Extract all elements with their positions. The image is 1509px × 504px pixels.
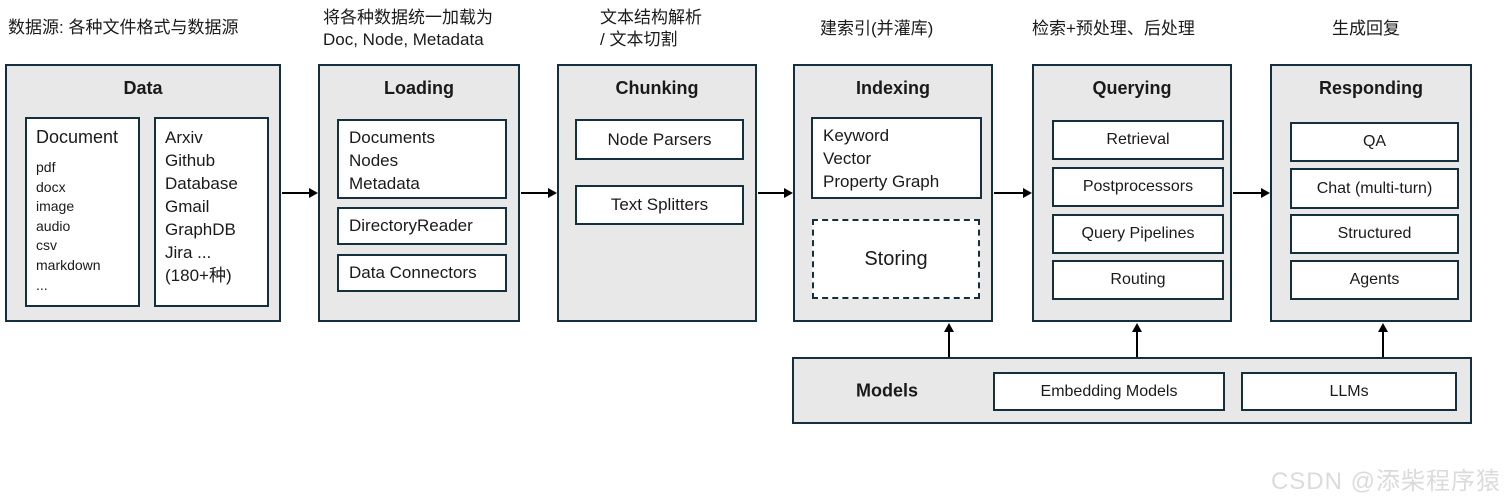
stage-indexing-title: Indexing (855, 78, 930, 98)
stage-data-title: Data (123, 78, 163, 98)
label-querying: 检索+预处理、后处理 (1032, 19, 1195, 38)
label-indexing: 建索引(并灌库) (820, 19, 934, 38)
agents-box: Agents (1290, 260, 1459, 300)
postprocessors-box: Postprocessors (1052, 167, 1224, 207)
label-chunking: 文本结构解析 / 文本切割 (600, 8, 702, 49)
label-data-source: 数据源: 各种文件格式与数据源 (8, 18, 239, 37)
data-connectors-box: Data Connectors (337, 254, 507, 292)
arrow-querying-to-responding-icon (1233, 188, 1270, 198)
qa-box: QA (1290, 122, 1459, 162)
arrow-indexing-to-querying-icon (994, 188, 1032, 198)
stage-querying-title: Querying (1092, 78, 1172, 98)
models-title: Models (856, 380, 919, 400)
models-bar: Models Embedding Models LLMs (792, 357, 1472, 424)
structured-box: Structured (1290, 214, 1459, 254)
retrieval-box: Retrieval (1052, 120, 1224, 160)
documents-nodes-metadata-box: Documents Nodes Metadata (337, 119, 507, 199)
stage-querying: Querying Retrieval Postprocessors Query … (1032, 64, 1232, 322)
stage-indexing: Indexing Keyword Vector Property Graph S… (793, 64, 993, 322)
stage-loading-title: Loading (384, 78, 454, 98)
arrow-models-to-responding-icon (1378, 323, 1388, 357)
index-types-box: Keyword Vector Property Graph (811, 117, 982, 199)
label-loading: 将各种数据统一加载为 Doc, Node, Metadata (323, 8, 493, 49)
document-box-heading: Document (36, 127, 119, 147)
embedding-models-box: Embedding Models (993, 372, 1225, 411)
query-pipelines-box: Query Pipelines (1052, 214, 1224, 254)
node-parsers-box: Node Parsers (575, 119, 744, 160)
stage-chunking-title: Chunking (615, 78, 699, 98)
arrow-models-to-indexing-icon (944, 323, 954, 357)
data-sources-box: Arxiv Github Database Gmail GraphDB Jira… (154, 117, 269, 307)
arrow-loading-to-chunking-icon (521, 188, 557, 198)
routing-box: Routing (1052, 260, 1224, 300)
stage-data: Data Document pdf docx image audio csv m… (5, 64, 281, 322)
stage-chunking: Chunking Node Parsers Text Splitters (557, 64, 757, 322)
arrow-chunking-to-indexing-icon (758, 188, 793, 198)
stage-responding-title: Responding (1319, 78, 1423, 98)
arrow-models-to-querying-icon (1132, 323, 1142, 357)
directory-reader-box: DirectoryReader (337, 207, 507, 245)
stage-loading: Loading Documents Nodes Metadata Directo… (318, 64, 520, 322)
stage-responding: Responding QA Chat (multi-turn) Structur… (1270, 64, 1472, 322)
csdn-watermark: CSDN @添柴程序猿 (1270, 468, 1501, 495)
text-splitters-box: Text Splitters (575, 185, 744, 225)
llms-box: LLMs (1241, 372, 1457, 411)
document-box-items: pdf docx image audio csv markdown ... (36, 159, 101, 293)
storing-box: Storing (812, 219, 980, 299)
document-box: Document pdf docx image audio csv markdo… (25, 117, 140, 307)
label-responding: 生成回复 (1332, 19, 1400, 38)
arrow-data-to-loading-icon (282, 188, 318, 198)
chat-multi-turn-box: Chat (multi-turn) (1290, 168, 1459, 209)
